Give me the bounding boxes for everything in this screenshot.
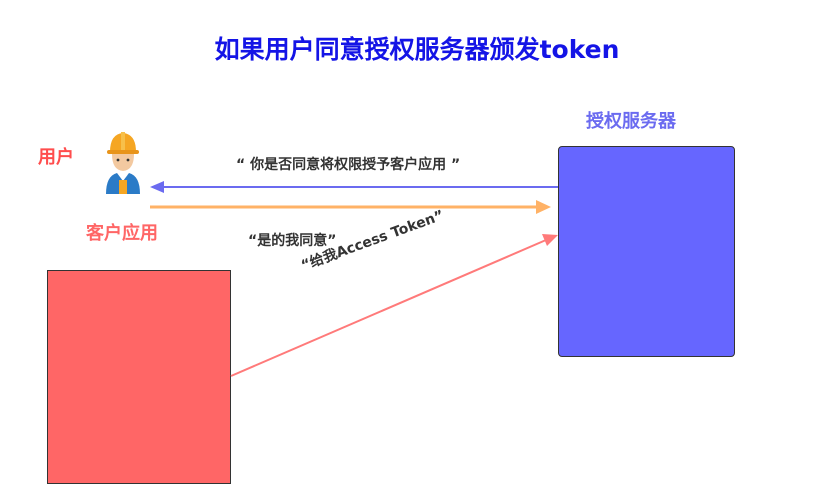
arrow-client-to-server (230, 234, 558, 377)
message-consent-yes: “是的我同意” (248, 233, 337, 249)
arrow-user-to-server (150, 200, 551, 214)
auth-server-box (558, 146, 735, 357)
message-ask-consent: “ 你是否同意将权限授予客户应用 ” (236, 157, 461, 173)
auth-server-label: 授权服务器 (586, 111, 676, 132)
worker-hardhat-icon (106, 132, 140, 194)
diagram-title: 如果用户同意授权服务器颁发token (214, 35, 620, 64)
arrow-server-to-user (150, 181, 558, 193)
client-app-box (47, 270, 231, 484)
client-app-label: 客户应用 (86, 223, 158, 244)
user-label: 用户 (38, 147, 74, 168)
